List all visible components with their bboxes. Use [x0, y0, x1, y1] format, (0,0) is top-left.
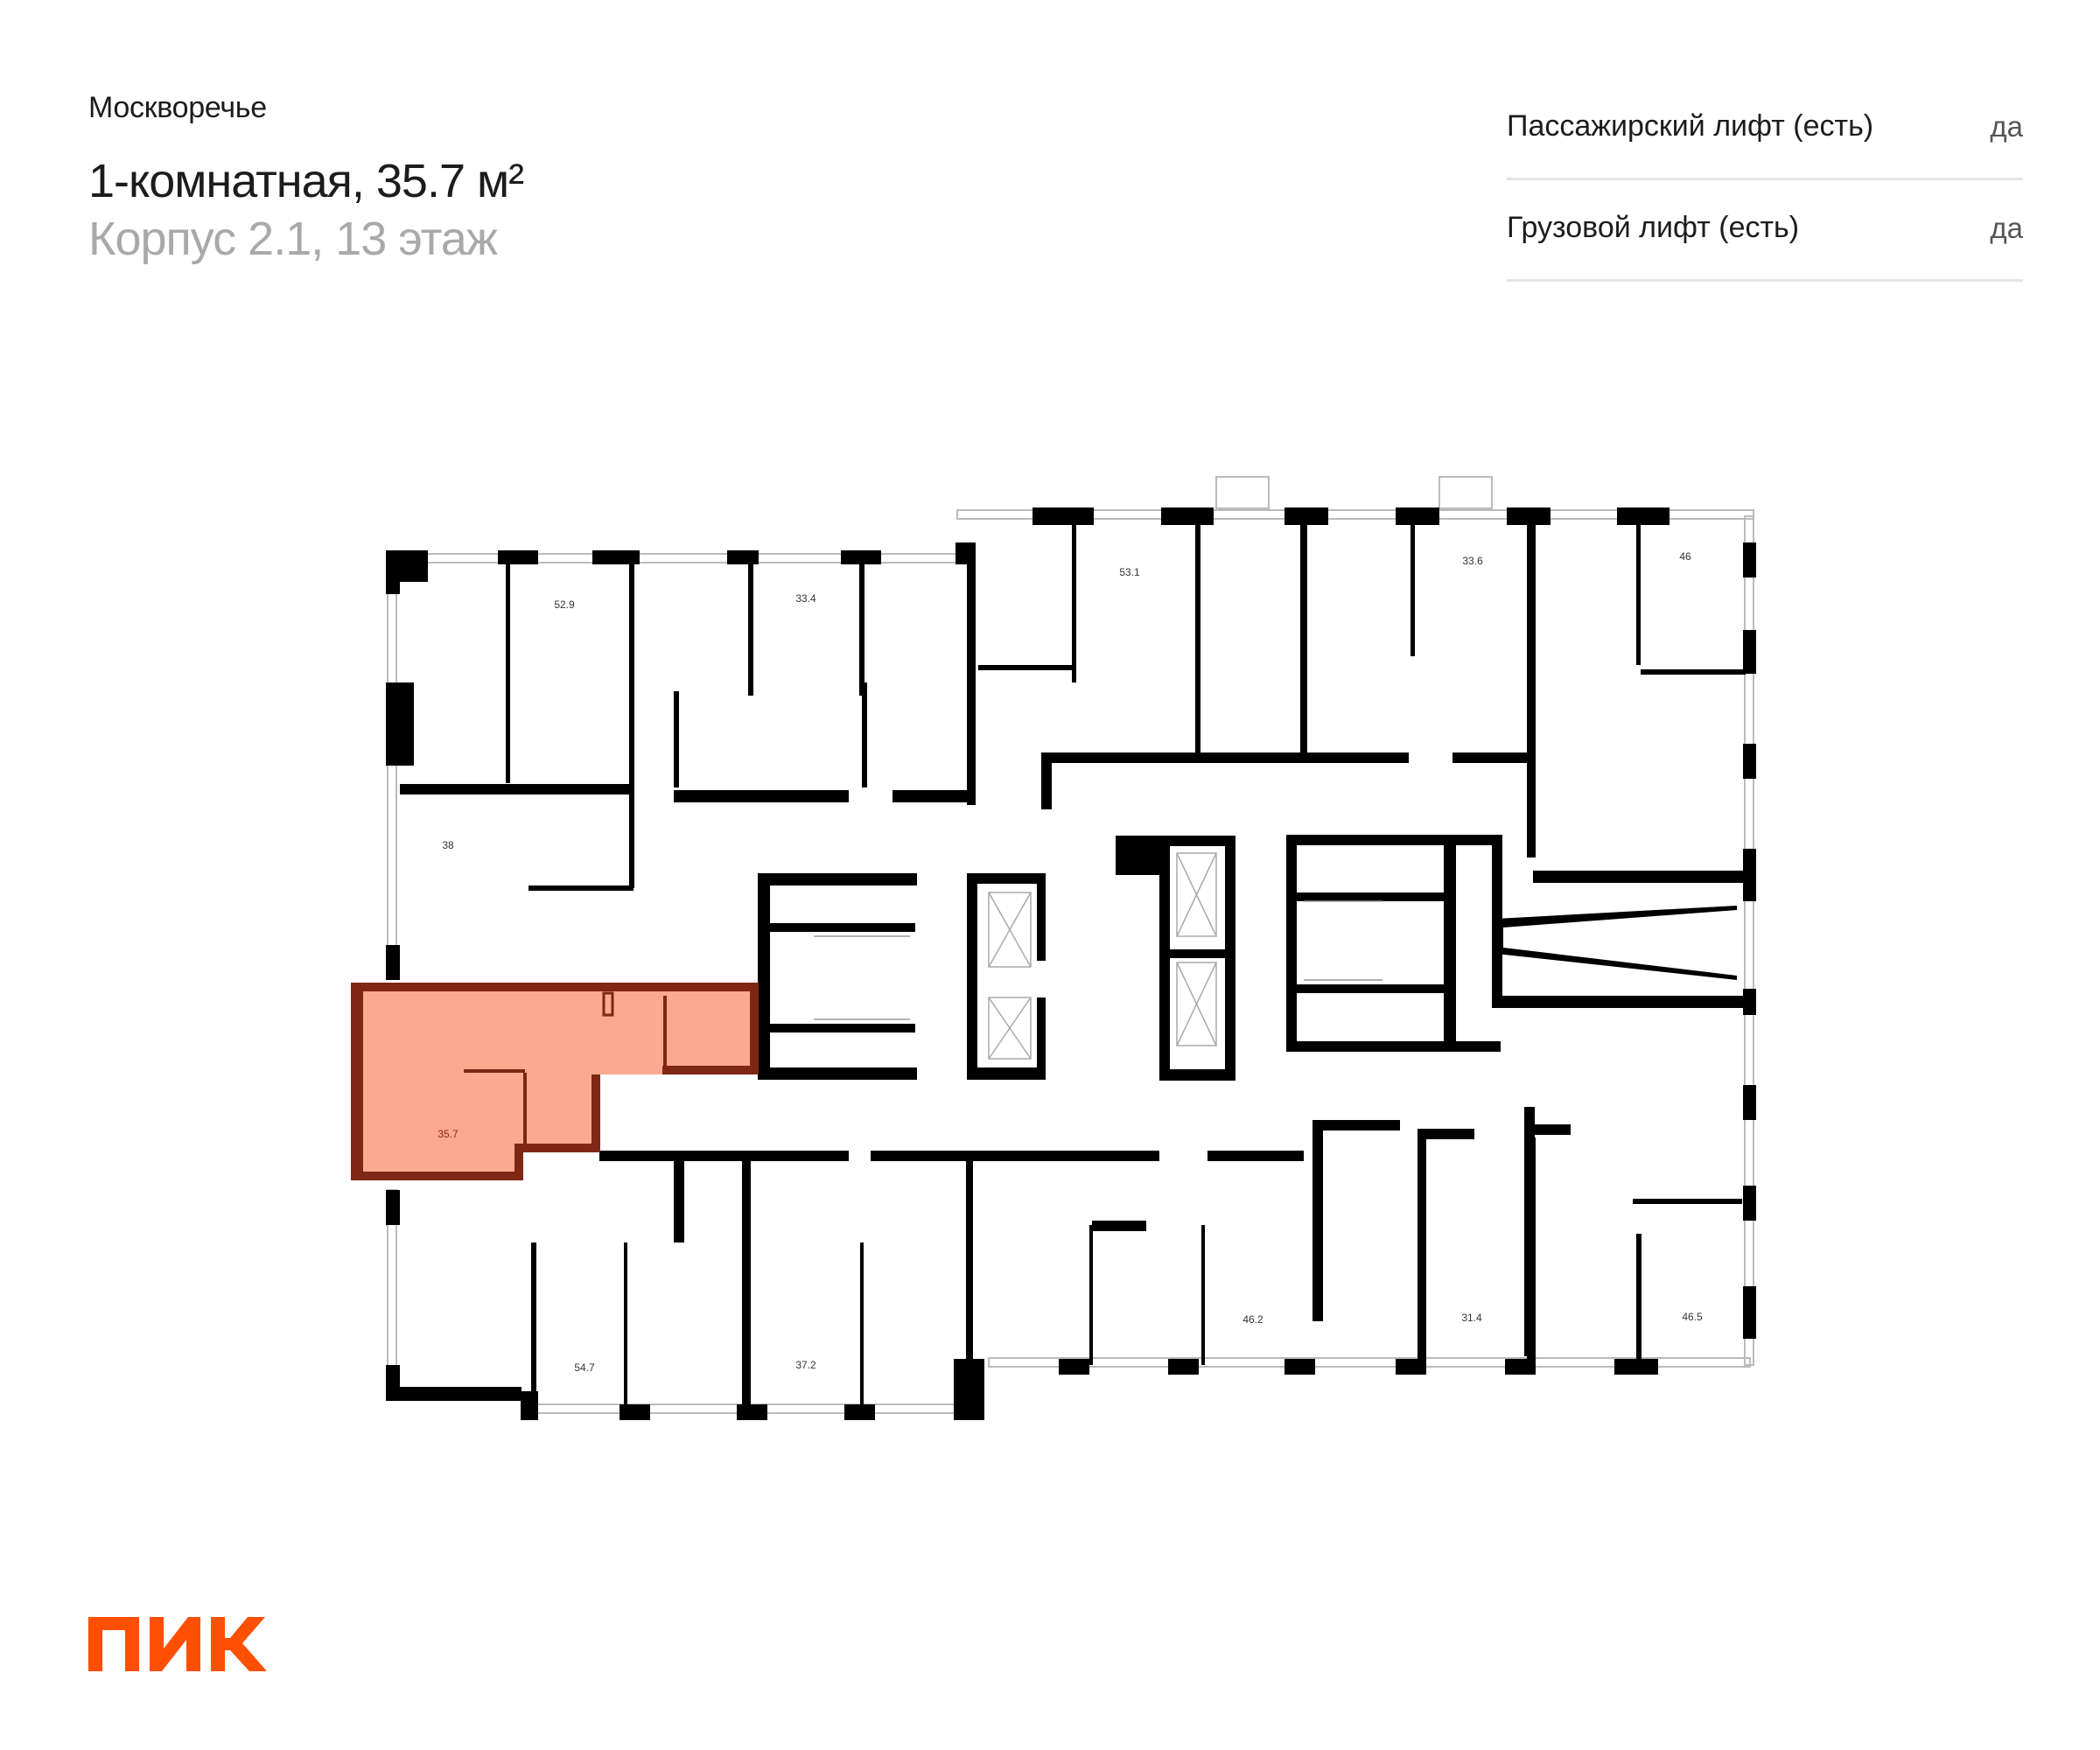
windows	[387, 476, 1754, 1414]
apartment-area[interactable]: 33.6	[1462, 555, 1483, 567]
apartment-area[interactable]: 37.2	[795, 1359, 816, 1371]
property-value: да	[1990, 211, 2023, 244]
apartment-area[interactable]: 46.5	[1682, 1311, 1703, 1323]
pik-logo	[88, 1617, 267, 1671]
property-label: Грузовой лифт (есть)	[1507, 211, 1800, 244]
apartment-title: 1-комнатная, 35.7 м²	[88, 155, 524, 207]
apartment-area[interactable]: 53.1	[1119, 566, 1140, 578]
apartment-area[interactable]: 46.2	[1242, 1313, 1264, 1326]
property-value: да	[1990, 109, 2023, 143]
elevators	[988, 852, 1217, 1060]
walls	[386, 508, 1756, 1420]
apartment-labels: 52.9 33.4 53.1 33.6 46 38 54.7 37.2 46.2…	[442, 550, 1703, 1374]
apartment-area[interactable]: 46	[1679, 550, 1691, 563]
stairs	[814, 900, 1382, 1020]
apartment-area[interactable]: 52.9	[554, 598, 575, 611]
apartment-area[interactable]: 31.4	[1461, 1312, 1482, 1324]
selected-apartment[interactable]: 35.7	[351, 983, 759, 1180]
apartment-area[interactable]: 38	[442, 839, 454, 851]
apartment-area-selected: 35.7	[438, 1128, 458, 1140]
property-passenger-lift: Пассажирский лифт (есть) да	[1507, 79, 2023, 180]
property-freight-lift: Грузовой лифт (есть) да	[1507, 180, 2023, 282]
building-floor: Корпус 2.1, 13 этаж	[88, 213, 498, 265]
apartment-area[interactable]: 54.7	[574, 1362, 595, 1374]
properties-list: Пассажирский лифт (есть) да Грузовой лиф…	[1507, 79, 2023, 282]
apartment-area[interactable]: 33.4	[795, 592, 816, 605]
property-label: Пассажирский лифт (есть)	[1507, 109, 1874, 143]
project-name: Москворечье	[88, 91, 267, 124]
